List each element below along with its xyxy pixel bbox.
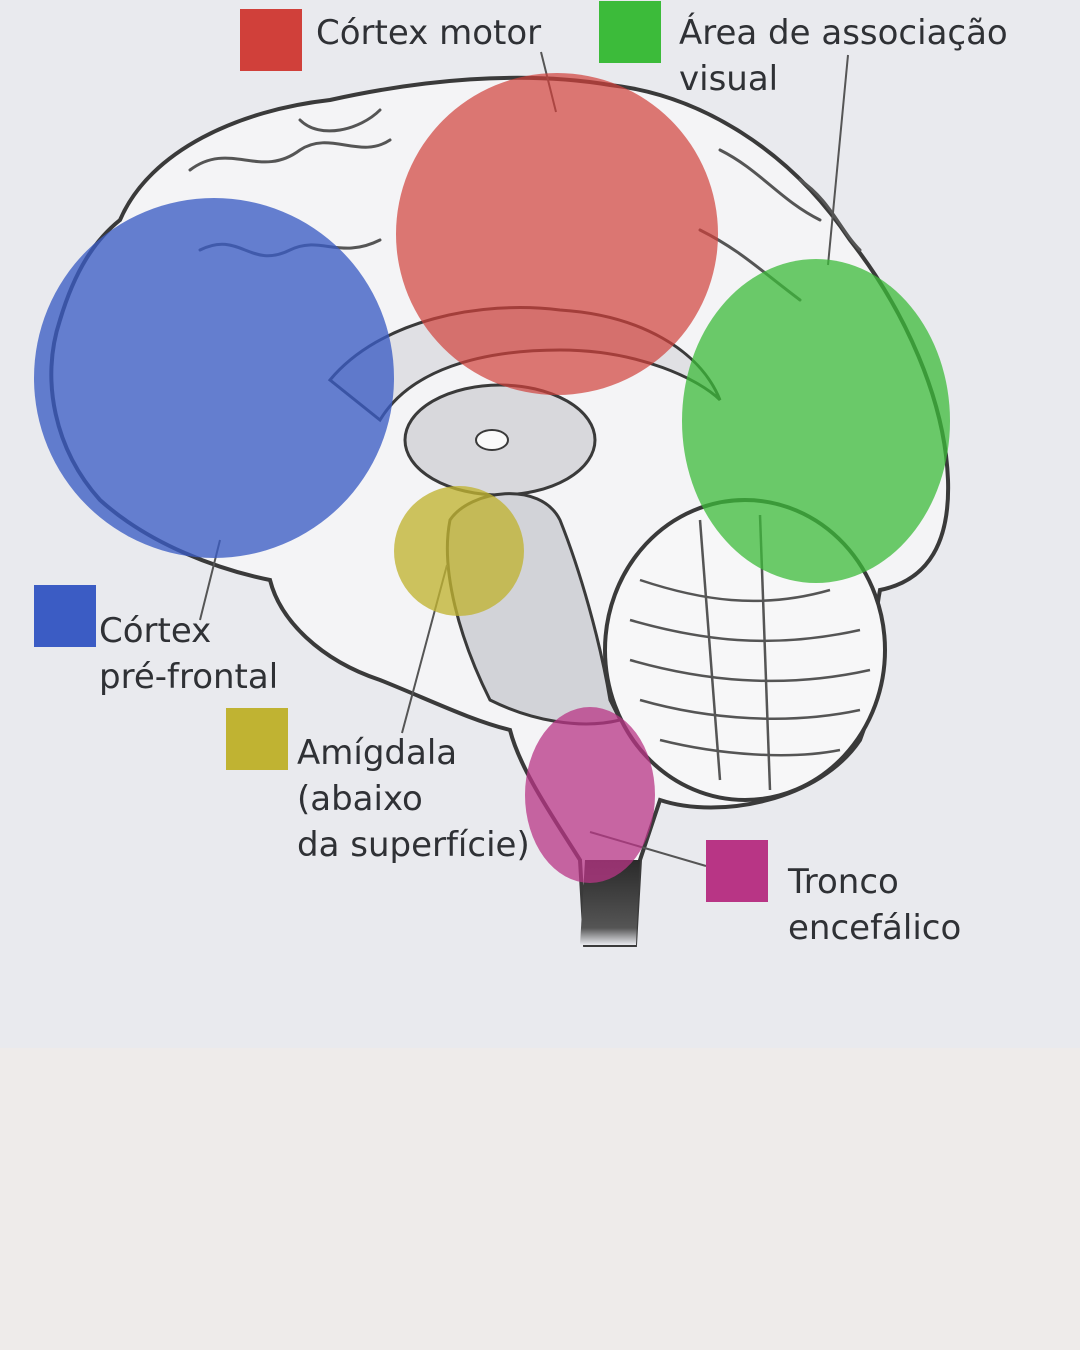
bottom-blank-area [0, 1048, 1080, 1350]
brainstem-swatch [706, 840, 768, 902]
brainstem-label: Tronco encefálico [788, 862, 962, 948]
visual-label: Área de associação visual [679, 13, 1008, 99]
amygdala-swatch [226, 708, 288, 770]
ventricle-dot [475, 429, 509, 451]
amygdala-highlight [394, 486, 524, 616]
amygdala-label: Amígdala (abaixo da superfície) [297, 733, 530, 865]
motor-label: Córtex motor [316, 13, 542, 53]
visual-swatch [599, 1, 661, 63]
motor-highlight [396, 73, 718, 395]
brainstem-highlight [525, 707, 655, 883]
prefrontal-swatch [34, 585, 96, 647]
visual-highlight [682, 259, 950, 583]
motor-swatch [240, 9, 302, 71]
brain-diagram [34, 51, 951, 947]
prefrontal-highlight [34, 198, 394, 558]
prefrontal-label: Córtex pré-frontal [99, 611, 279, 697]
